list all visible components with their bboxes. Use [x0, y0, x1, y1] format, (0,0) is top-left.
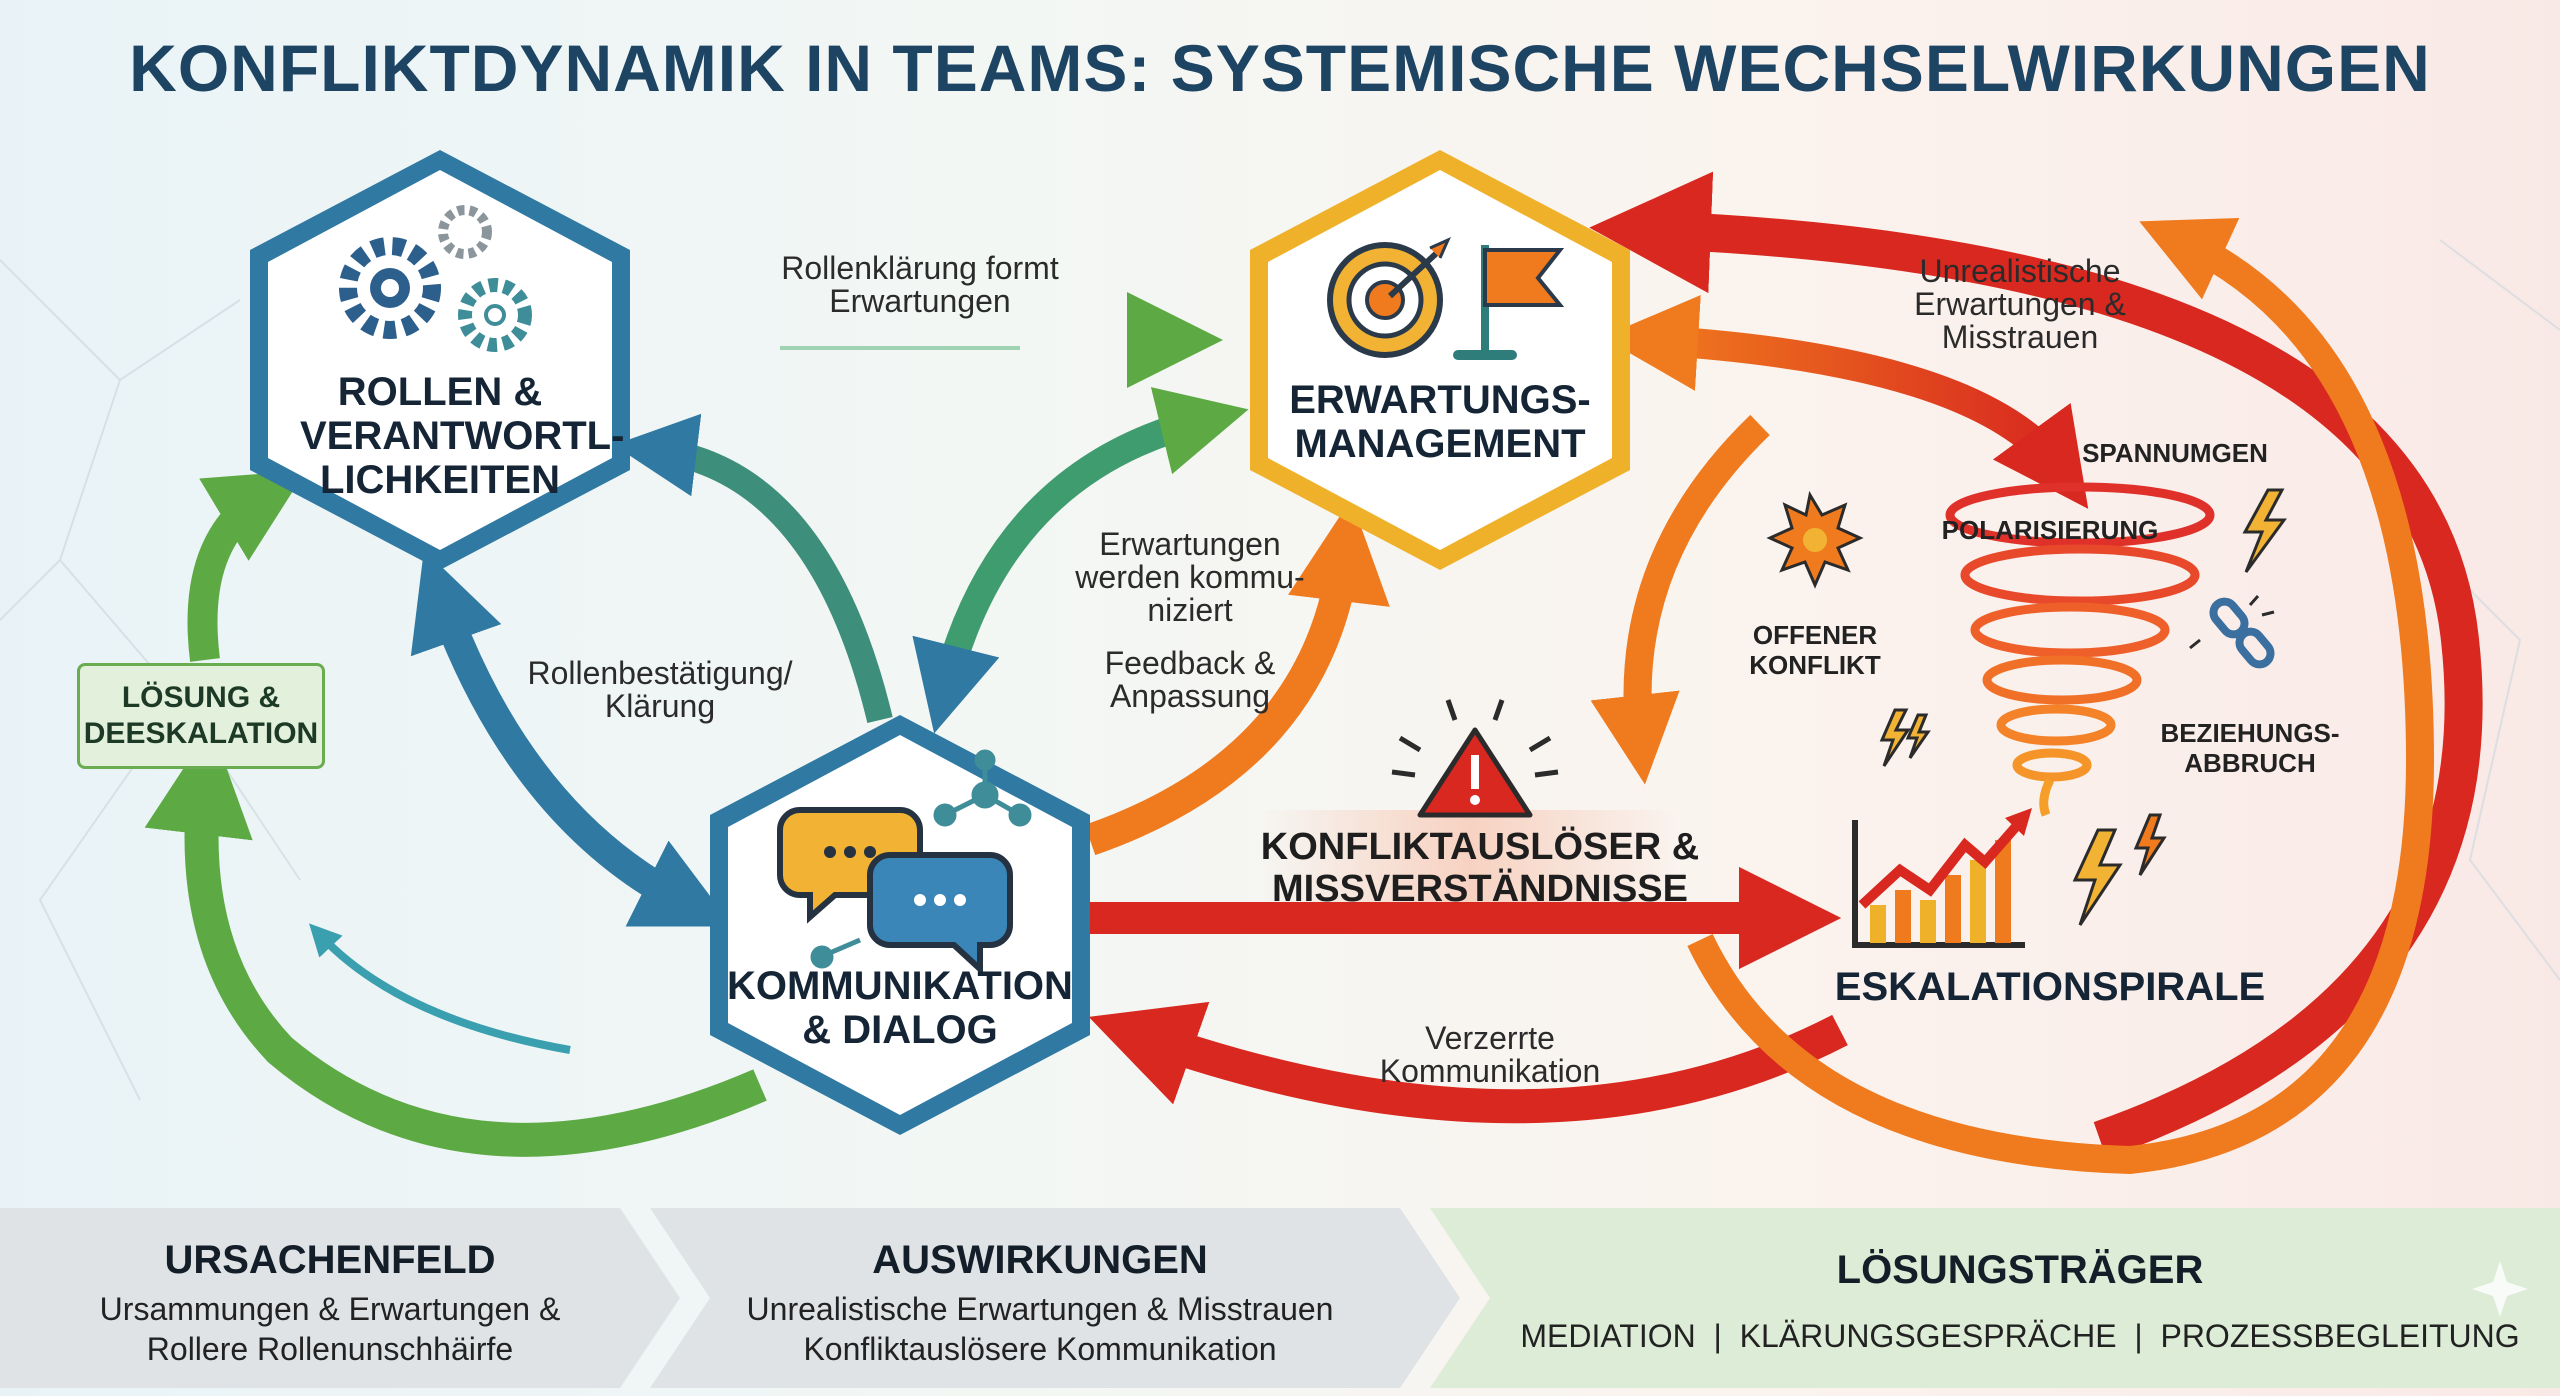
- chat-bubbles-icon: [777, 807, 1013, 976]
- spiral-label-spannungen: SPANNUMGEN: [2082, 438, 2268, 468]
- band-line-ursachenfeld-2: Rollere Rollenunschhäirfe: [146, 1331, 514, 1367]
- node-label-erwartung: ERWARTUNGS- MANAGEMENT: [1289, 378, 1591, 466]
- band-ursachenfeld-bg: [0, 1208, 680, 1388]
- gears-icon: [339, 205, 532, 352]
- band-loesung-bg: [1430, 1208, 2560, 1388]
- arrow-outer-orange-loop: [1687, 217, 2435, 1175]
- bottom-bands: [0, 1208, 2560, 1388]
- node-label-kommunikation: KOMMUNIKATION & DIALOG: [727, 964, 1073, 1052]
- edge-label-ausloeser: KONFLIKTAUSLÖSER & MISSVERSTÄNDNISSE: [1260, 826, 1700, 910]
- explosion-icon: [1766, 490, 1864, 589]
- edge-label-feedback: Feedback & Anpassung: [1104, 645, 1276, 714]
- arrow-erwartung-down-orange: [1590, 414, 1770, 785]
- band-auswirkungen-bg: [650, 1208, 1460, 1388]
- edge-label-unrealistisch: Unrealistische Erwartungen & Misstrauen: [1914, 253, 2126, 355]
- band-line-ursachenfeld-1: Ursammungen & Erwartungen &: [99, 1291, 561, 1327]
- node-label-eskalation: ESKALATIONSPIRALE: [1834, 965, 2266, 1009]
- arrow-kommunikation-to-rollen: [613, 413, 893, 724]
- band-line-loesungstraeger: MEDIATION | KLÄRUNGSGESPRÄCHE | PROZESSB…: [1520, 1318, 2520, 1354]
- edge-label-verzerrt: Verzerrte Kommunikation: [1379, 1020, 1601, 1089]
- arrow-erwartung-eskalation: [1602, 294, 2089, 509]
- arrow-kommunikation-erwartung: [912, 387, 1249, 734]
- lightning-icon: [1879, 488, 2287, 926]
- edge-label-erwartungen-kommuniziert: Erwartungen werden kommu- niziert: [1075, 526, 1305, 628]
- band-title-auswirkungen: AUSWIRKUNGEN: [872, 1238, 1208, 1282]
- flag-icon: [1453, 245, 1565, 360]
- warning-icon: [1391, 699, 1559, 818]
- growth-chart-icon: [1852, 808, 2032, 948]
- broken-chain-icon: [2189, 595, 2275, 669]
- spiral-label-offener: OFFENER KONFLIKT: [1749, 620, 1881, 680]
- arrow-green-loop-lower: [144, 725, 767, 1157]
- spiral-label-beziehung: BEZIEHUNGS- ABBRUCH: [2160, 718, 2340, 778]
- band-line-auswirkungen-1: Unrealistische Erwartungen & Misstrauen: [746, 1291, 1334, 1327]
- tornado-spiral-icon: [1945, 482, 2215, 817]
- band-title-ursachenfeld: URSACHENFELD: [164, 1238, 496, 1282]
- network-icon: [810, 749, 1032, 969]
- arrow-feedback: [1084, 499, 1390, 856]
- hexagon-rollen[interactable]: [250, 150, 630, 570]
- edge-label-rollenklaerung: Rollenklärung formt Erwartungen: [781, 250, 1059, 319]
- node-label-rollen: ROLLEN & VERANTWORTL- LICHKEITEN: [300, 370, 625, 502]
- spiral-label-polarisierung: POLARISIERUNG: [1941, 515, 2159, 545]
- ausloeser-band: [1260, 810, 1680, 920]
- arrow-green-loop-upper: [187, 470, 307, 662]
- loesung-box[interactable]: LÖSUNG & DEESKALATION: [77, 663, 325, 769]
- arrow-outer-red-loop: [1589, 171, 2483, 1158]
- target-icon: [1327, 237, 1451, 358]
- arrow-verzerrt: [1088, 1001, 1848, 1124]
- band-title-loesungstraeger: LÖSUNGSTRÄGER: [1836, 1248, 2204, 1292]
- arrow-rollen-kommunikation: [410, 549, 733, 927]
- sparkle-icon: [2472, 1261, 2528, 1317]
- edge-label-rollenbestaetigung: Rollenbestätigung/ Klärung: [527, 655, 793, 724]
- arrow-teal-inner: [309, 923, 571, 1054]
- page-title: KONFLIKTDYNAMIK IN TEAMS: SYSTEMISCHE WE…: [129, 31, 2431, 105]
- hexagon-erwartung[interactable]: [1250, 150, 1630, 570]
- band-line-auswirkungen-2: Konfliktauslösere Kommunikation: [803, 1331, 1277, 1367]
